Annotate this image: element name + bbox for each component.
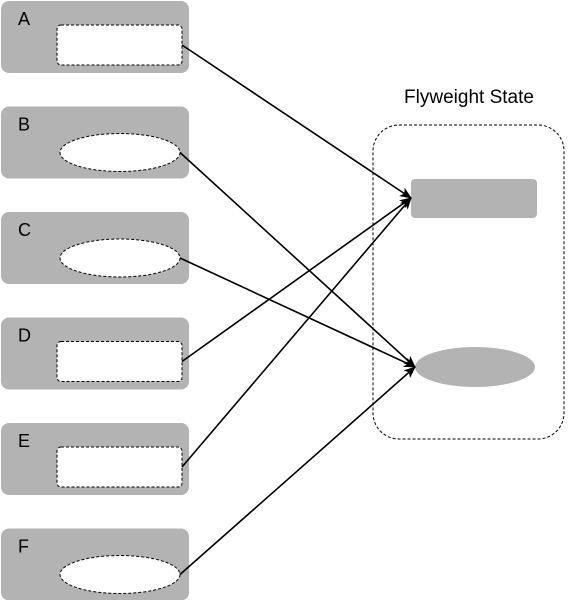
arrows-layer	[179, 44, 416, 576]
object-f: F	[1, 528, 189, 600]
arrow-a-to-rect	[181, 44, 412, 199]
ellipse-slot	[59, 133, 181, 172]
rect-slot	[56, 446, 183, 488]
rect-slot	[56, 341, 183, 382]
shared-ellipse-state	[415, 347, 535, 387]
object-label: F	[18, 537, 29, 557]
object-c: C	[1, 212, 189, 284]
arrow-f-to-ellipse	[179, 366, 416, 576]
object-e: E	[1, 423, 189, 495]
object-label: D	[18, 326, 31, 346]
arrow-d-to-rect	[181, 197, 412, 363]
ellipse-slot	[59, 238, 181, 278]
shared-rect-state	[411, 179, 537, 218]
arrow-e-to-rect	[181, 197, 412, 468]
object-label: A	[18, 9, 30, 29]
objects-layer: A B C D E F	[1, 1, 189, 600]
object-label: B	[18, 115, 30, 135]
rect-slot	[56, 24, 183, 66]
object-label: E	[18, 431, 30, 451]
flyweight-state-container	[372, 124, 565, 440]
object-b: B	[1, 106, 189, 179]
flyweight-state-title: Flyweight State	[404, 87, 534, 108]
arrow-b-to-ellipse	[179, 151, 416, 368]
arrow-c-to-ellipse	[179, 257, 416, 368]
object-a: A	[1, 1, 189, 73]
object-label: C	[18, 220, 31, 240]
object-d: D	[1, 317, 189, 390]
ellipse-slot	[59, 555, 181, 594]
